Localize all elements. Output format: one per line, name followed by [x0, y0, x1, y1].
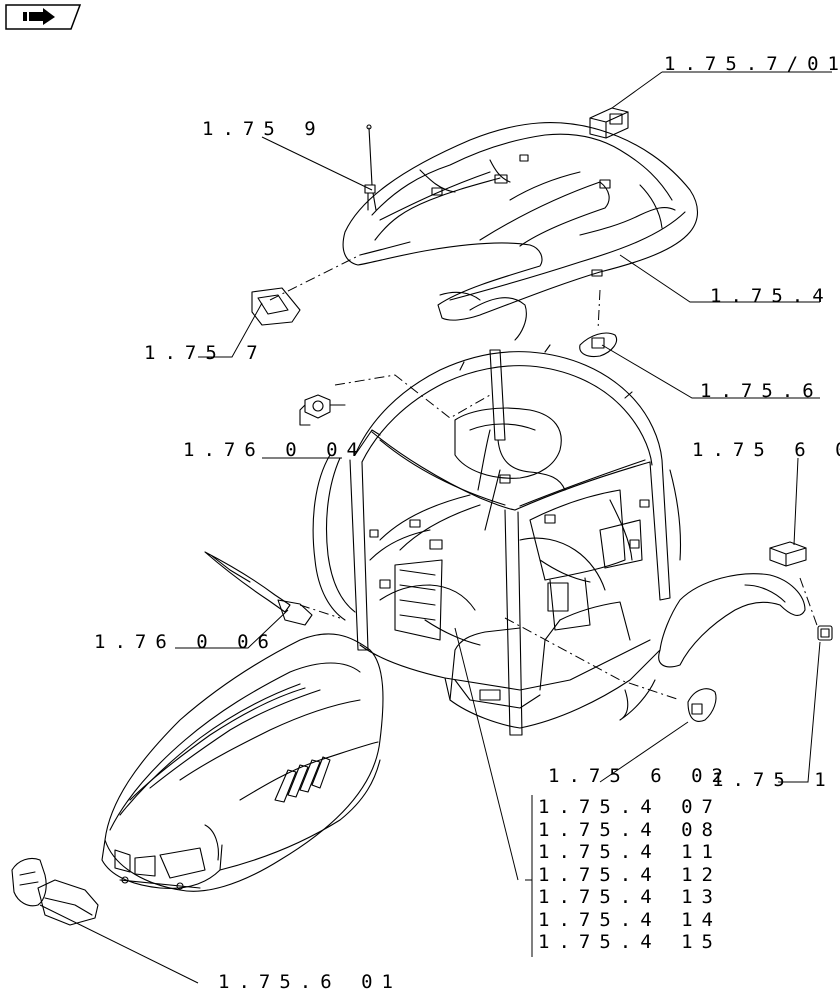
harness-ref-4[interactable]: 1.75.4 12: [538, 863, 722, 886]
dome-light: [579, 332, 618, 358]
rear-connector-right: [817, 625, 833, 641]
harness-ref-5[interactable]: 1.75.4 13: [538, 886, 722, 908]
callout-1-76-0-06[interactable]: 1.76 0 06: [94, 631, 278, 653]
front-lamp: [11, 857, 99, 926]
roof-panel: [342, 122, 699, 341]
callout-1-75-4[interactable]: 1.75.4: [710, 285, 833, 307]
harness-ref-6[interactable]: 1.75.4 14: [538, 908, 722, 931]
harness-ref-3[interactable]: 1.75.4 11: [538, 841, 722, 863]
engine-hood: [101, 633, 384, 892]
forward-nav-button[interactable]: [5, 4, 81, 30]
callout-1-75-6-02[interactable]: 1.75 6 02: [548, 765, 732, 787]
callout-1-75-1[interactable]: 1.75 1: [712, 769, 835, 791]
mirror-arm-left: [204, 551, 313, 626]
harness-ref-1[interactable]: 1.75.4 07: [538, 796, 722, 818]
callout-1-75-6[interactable]: 1.75.6: [700, 380, 823, 402]
cab-frame: [312, 344, 682, 736]
rear-lamp-right: [769, 541, 807, 567]
callout-1-75-9[interactable]: 1.75 9: [202, 118, 325, 140]
forward-arrow-icon: [5, 4, 81, 30]
harness-ref-7[interactable]: 1.75.4 15: [538, 931, 722, 953]
harness-reference-list: 1.75.4 07 1.75.4 08 1.75.4 11 1.75.4 12 …: [538, 796, 722, 954]
callout-1-75-6-0[interactable]: 1.75 6 0: [692, 439, 840, 461]
callout-1-75-7[interactable]: 1.75 7: [144, 342, 267, 364]
callout-1-75-6-01[interactable]: 1.75.6 01: [218, 971, 402, 993]
side-lamp-left: [251, 287, 301, 326]
rear-fender-right: [619, 573, 806, 721]
callout-1-75-7-01[interactable]: 1.75.7/01: [664, 53, 840, 75]
beacon-bulb: [299, 394, 346, 426]
callout-1-76-0-04[interactable]: 1.76 0 04: [183, 439, 367, 461]
harness-ref-2[interactable]: 1.75.4 08: [538, 818, 722, 841]
fender-lamp: [687, 688, 717, 722]
